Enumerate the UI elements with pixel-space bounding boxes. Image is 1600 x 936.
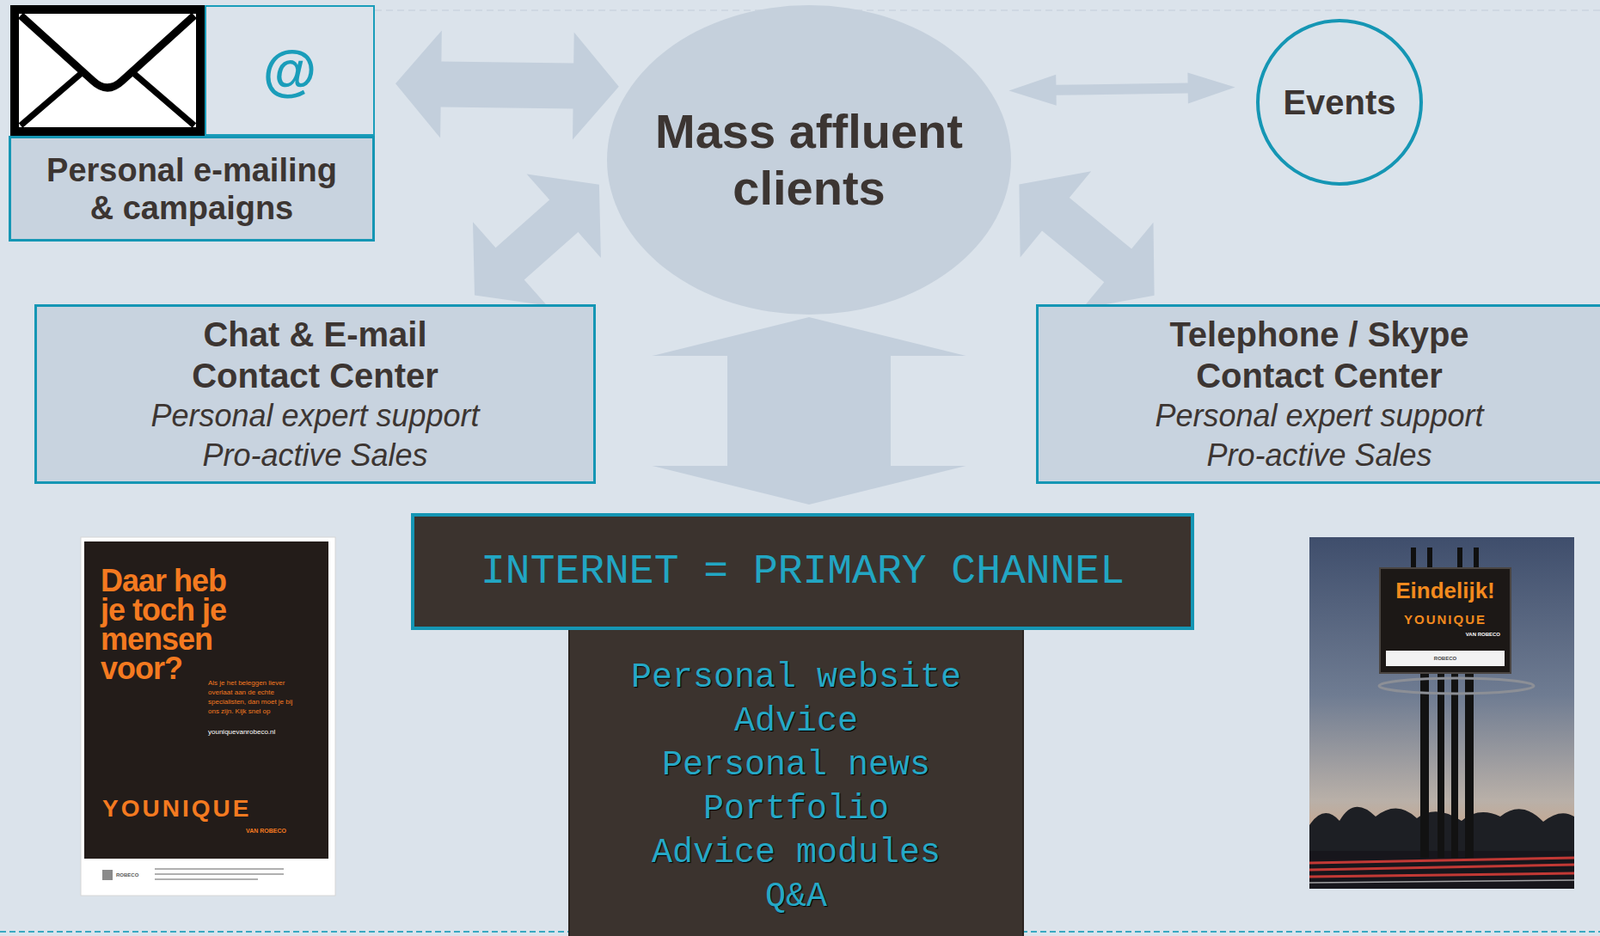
events-circle-shape <box>1257 20 1422 184</box>
text-stack: Telephone / Skype Contact CenterPersonal… <box>1152 313 1488 476</box>
text-stack: Mass affluent clients <box>628 103 990 217</box>
poster-paper <box>80 537 336 896</box>
primary-channel-box: INTERNET = PRIMARY CHANNEL <box>410 513 1195 631</box>
block-arrow <box>1018 171 1154 309</box>
poster-url: youniquevanrobeco.nl <box>208 727 312 737</box>
brand-logo: YOUNIQUE <box>102 795 252 823</box>
pole <box>1451 673 1459 859</box>
fine-print <box>154 868 284 871</box>
poster-copy: Als je het beleggen liever overlaat aan … <box>208 678 295 717</box>
fine-print <box>154 873 284 876</box>
node-title: INTERNET = PRIMARY CHANNEL <box>480 545 1125 598</box>
light-streaks <box>1309 858 1575 877</box>
envelope-frame <box>10 5 205 136</box>
text-stack: INTERNET = PRIMARY CHANNEL <box>480 545 1125 598</box>
block-arrow <box>1009 73 1236 106</box>
node-text: Personal expert support <box>1154 396 1484 436</box>
client-ellipse-shape <box>606 5 1012 315</box>
brand-logo: YOUNIQUE <box>1379 612 1511 628</box>
contact-box: Chat & E-mail Contact CenterPersonal exp… <box>34 304 596 485</box>
node-title: @ <box>263 39 317 102</box>
client-ellipse: Mass affluent clients <box>606 5 1012 315</box>
pole <box>1465 673 1474 859</box>
block-arrow <box>652 317 967 505</box>
envelope-fold <box>20 72 195 126</box>
node-text: Advice <box>734 699 859 744</box>
node-title: Chat & E-mail Contact Center <box>147 313 484 397</box>
client-ellipse-outline <box>606 5 1012 315</box>
contact-box: Telephone / Skype Contact CenterPersonal… <box>1036 304 1600 485</box>
brand-mark: ROBECO <box>1379 655 1511 663</box>
feature-list-box: Personal websiteAdvicePersonal newsPortf… <box>568 630 1024 936</box>
pole <box>1427 547 1433 571</box>
channel-box: Personal e-mailing & campaigns <box>8 135 375 242</box>
pole <box>1473 547 1479 571</box>
poster-print <box>84 541 329 859</box>
divider-line <box>374 9 1600 12</box>
brand-subline: VAN ROBECO <box>217 827 287 835</box>
pole <box>1410 547 1417 571</box>
text-stack: Events <box>1282 81 1396 123</box>
sky <box>1309 537 1575 889</box>
platform <box>1379 678 1534 694</box>
brand-mark: ROBECO <box>116 870 139 880</box>
text-stack: Chat & E-mail Contact CenterPersonal exp… <box>147 313 484 476</box>
node-text: Pro-active Sales <box>1206 435 1432 476</box>
billboard-headline: Eindelijk! <box>1379 577 1511 604</box>
fine-print <box>154 878 258 881</box>
block-arrow <box>472 174 601 307</box>
envelope-paper <box>18 13 197 128</box>
node-text: Pro-active Sales <box>202 435 428 476</box>
events-circle: Events <box>1256 18 1423 186</box>
node-title: Personal e-mailing & campaigns <box>36 151 347 227</box>
node-title: Personal website <box>631 655 962 700</box>
block-arrow <box>395 30 620 141</box>
sign-panel <box>1379 568 1511 674</box>
at-box: @ <box>204 5 375 136</box>
node-text: Q&A <box>765 875 828 920</box>
node-title: Mass affluent clients <box>628 103 990 217</box>
brand-subline: VAN ROBECO <box>1379 631 1501 638</box>
node-text: Advice modules <box>651 831 941 876</box>
billboard-photo <box>1309 537 1575 889</box>
node-text: Portfolio <box>703 787 889 832</box>
poster-headline: Daar heb je toch je mensen voor? <box>100 566 256 684</box>
node-title: Telephone / Skype Contact Center <box>1152 313 1488 397</box>
light-streaks <box>1309 880 1575 883</box>
envelope-icon <box>10 5 205 136</box>
text-stack: Personal websiteAdvicePersonal newsPortf… <box>631 655 962 920</box>
poster <box>80 537 336 896</box>
text-stack: Personal e-mailing & campaigns <box>36 151 347 227</box>
node-text: Personal news <box>662 743 931 788</box>
node-title: Events <box>1282 81 1396 123</box>
pole <box>1420 673 1429 859</box>
pole <box>1457 547 1463 571</box>
envelope-flap <box>20 15 195 88</box>
node-text: Personal expert support <box>150 396 479 436</box>
logo-mark <box>102 870 113 881</box>
pole <box>1437 673 1445 859</box>
text-stack: @ <box>263 39 317 102</box>
